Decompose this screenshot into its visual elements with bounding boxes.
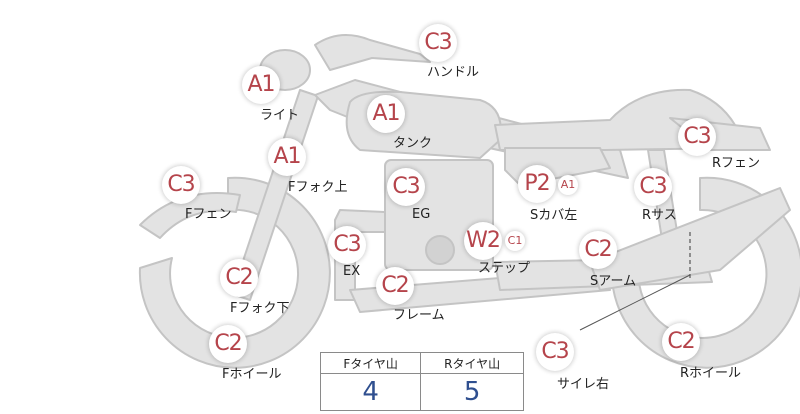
f-fork-lower-label: Fフォク下 <box>230 301 290 316</box>
r-wheel-label: Rホイール <box>680 366 742 381</box>
front-fender-shape <box>139 192 241 239</box>
step-label: ステップ <box>478 261 531 276</box>
handle-label: ハンドル <box>427 65 480 80</box>
swing-arm-code-badge: C2 <box>579 231 617 269</box>
r-suspension-code-badge: C3 <box>634 168 672 206</box>
handle-code-badge: C3 <box>419 24 457 62</box>
front-tire-header: Fタイヤ山 <box>319 352 422 374</box>
front-wheel-shape <box>138 176 331 369</box>
muffler-leader-line <box>579 274 691 331</box>
light-code-badge: A1 <box>242 66 280 104</box>
light-label: ライト <box>260 108 300 123</box>
r-fender-code-badge: C3 <box>678 118 716 156</box>
r-wheel-code-badge: C2 <box>662 323 700 361</box>
muffler-code-badge: C3 <box>536 333 574 371</box>
step-code-badge: W2 <box>464 222 502 260</box>
r-suspension-label: Rサス <box>642 208 677 223</box>
engine-label: EG <box>412 207 431 222</box>
engine-cover-shape <box>425 235 455 265</box>
tank-label: タンク <box>393 136 433 151</box>
handlebar-shape <box>314 34 431 71</box>
tire-tread-table: Fタイヤ山 Rタイヤ山 4 5 <box>319 352 524 411</box>
f-fender-code-badge: C3 <box>162 166 200 204</box>
step-sub-badge: C1 <box>505 231 525 251</box>
f-wheel-code-badge: C2 <box>209 325 247 363</box>
f-fork-upper-label: Fフォク上 <box>288 180 348 195</box>
muffler-label: サイレ右 <box>557 377 610 392</box>
swing-arm-label: Sアーム <box>590 274 637 289</box>
side-cover-sub-badge: A1 <box>558 175 578 195</box>
f-fork-upper-code-badge: A1 <box>268 138 306 176</box>
rear-tire-value: 5 <box>420 373 524 411</box>
front-tire-value: 4 <box>319 373 422 411</box>
f-fender-label: Fフェン <box>185 207 232 222</box>
f-fork-lower-code-badge: C2 <box>220 259 258 297</box>
side-cover-code-badge: P2 <box>518 165 556 203</box>
rear-tire-header: Rタイヤ山 <box>420 352 524 374</box>
exhaust-label: EX <box>343 264 361 279</box>
r-fender-label: Rフェン <box>712 156 761 171</box>
f-wheel-label: Fホイール <box>222 367 282 382</box>
frame-label: フレーム <box>393 308 445 323</box>
engine-code-badge: C3 <box>387 168 425 206</box>
side-cover-label: Sカバ左 <box>530 208 578 223</box>
tank-code-badge: A1 <box>367 95 405 133</box>
frame-code-badge: C2 <box>376 267 414 305</box>
exhaust-code-badge: C3 <box>328 226 366 264</box>
